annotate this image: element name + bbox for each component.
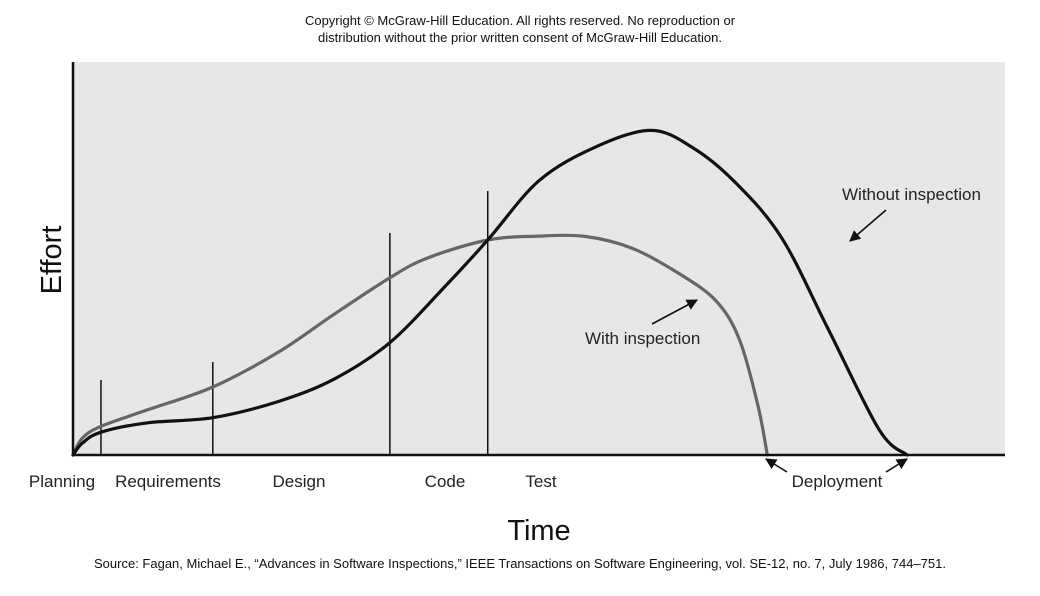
phase-label-requirements: Requirements bbox=[115, 472, 221, 491]
annotation-without-inspection-arrow bbox=[849, 209, 887, 242]
source-citation: Source: Fagan, Michael E., “Advances in … bbox=[94, 556, 946, 571]
phase-label-design: Design bbox=[273, 472, 326, 491]
copyright-notice: Copyright © McGraw-Hill Education. All r… bbox=[0, 12, 1040, 46]
phase-label-code: Code bbox=[425, 472, 466, 491]
annotation-with-inspection-arrow bbox=[651, 299, 698, 325]
annotation-with-inspection: With inspection bbox=[585, 329, 700, 348]
series-with-inspection-line bbox=[71, 233, 769, 457]
y-axis-title: Effort bbox=[36, 226, 68, 295]
annotation-without-inspection: Without inspection bbox=[842, 185, 981, 204]
plot-background bbox=[73, 62, 1005, 455]
copyright-line-1: Copyright © McGraw-Hill Education. All r… bbox=[304, 13, 736, 28]
series-without-inspection-line bbox=[71, 128, 909, 457]
phase-label-deployment: Deployment bbox=[792, 472, 883, 491]
copyright-line-2: distribution without the prior written c… bbox=[318, 30, 722, 45]
phase-label-planning: Planning bbox=[29, 472, 95, 491]
deployment-arrow-with-inspection bbox=[765, 458, 788, 473]
deployment-arrow-without-inspection bbox=[885, 458, 908, 473]
x-axis-title: Time bbox=[507, 515, 570, 547]
phase-label-test: Test bbox=[525, 472, 556, 491]
